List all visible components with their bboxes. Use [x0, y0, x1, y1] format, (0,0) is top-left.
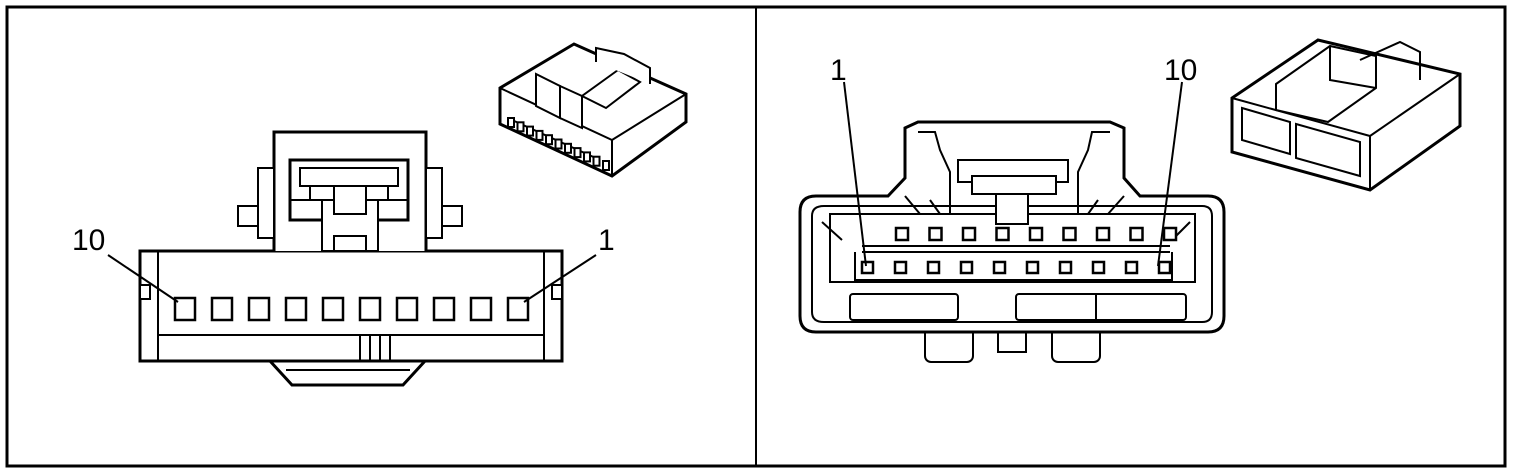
right-pin-row-lower — [860, 260, 1172, 275]
right-pin-cavity-lower — [1124, 260, 1139, 275]
left-leader-10 — [107, 254, 179, 303]
right-pin-cavity-lower — [860, 260, 875, 275]
right-pin-cavity-upper — [961, 226, 977, 242]
right-pin-cavity-upper — [1162, 226, 1178, 242]
left-pin-row — [173, 296, 530, 322]
left-pin-cavity — [469, 296, 493, 322]
right-pin-cavity-upper — [1095, 226, 1111, 242]
isometric-pin-cavity — [535, 129, 544, 141]
isometric-pin-cavity — [545, 134, 553, 146]
left-pin-cavity — [395, 296, 419, 322]
right-leader-1 — [843, 81, 867, 267]
left-pin-cavity — [432, 296, 456, 322]
left-pin-cavity — [506, 296, 530, 322]
right-pin-cavity-upper — [1129, 226, 1144, 242]
right-pin-cavity-lower — [1157, 260, 1172, 275]
left-pin-cavity — [210, 296, 234, 322]
right-pin-cavity-upper — [1062, 226, 1077, 242]
right-pin-cavity-upper — [894, 226, 910, 242]
right-pin-cavity-lower — [992, 260, 1007, 275]
right-pin-cavity-lower — [1025, 260, 1040, 275]
right-pin-cavity-lower — [893, 260, 908, 275]
left-pin-cavity — [358, 296, 382, 322]
left-leader-1 — [523, 254, 597, 303]
left-pin-cavity — [173, 296, 197, 322]
left-pin-label-1: 1 — [598, 224, 615, 257]
right-pin-label-1: 1 — [830, 54, 847, 87]
right-pin-cavity-lower — [926, 260, 941, 275]
right-pin-cavity-lower — [1091, 260, 1106, 275]
right-pin-row-upper — [894, 226, 1178, 242]
right-pin-label-10: 10 — [1164, 54, 1197, 87]
isometric-pin-cavity — [592, 155, 601, 167]
left-pin-cavity — [284, 296, 308, 322]
right-pin-cavity-upper — [1028, 226, 1044, 242]
isometric-pin-cavity — [554, 138, 563, 150]
isometric-pin-cavity — [564, 142, 572, 154]
left-pin-label-10: 10 — [72, 224, 105, 257]
right-connector-isometric — [1230, 38, 1462, 192]
right-pin-cavity-lower — [1058, 260, 1073, 275]
right-leader-10 — [1157, 81, 1183, 267]
left-isometric-pin-row — [507, 117, 610, 171]
isometric-pin-cavity — [573, 147, 582, 159]
isometric-pin-cavity — [516, 121, 525, 133]
right-connector-face — [798, 120, 1226, 363]
right-pin-cavity-upper — [995, 226, 1010, 242]
isometric-pin-cavity — [583, 151, 591, 163]
left-connector-face — [138, 130, 564, 387]
right-pin-cavity-lower — [959, 260, 974, 275]
isometric-pin-cavity — [507, 117, 515, 128]
isometric-pin-cavity — [602, 160, 610, 171]
isometric-pin-cavity — [526, 125, 534, 137]
left-pin-cavity — [247, 296, 271, 322]
right-pin-cavity-upper — [928, 226, 943, 242]
left-pin-cavity — [321, 296, 345, 322]
